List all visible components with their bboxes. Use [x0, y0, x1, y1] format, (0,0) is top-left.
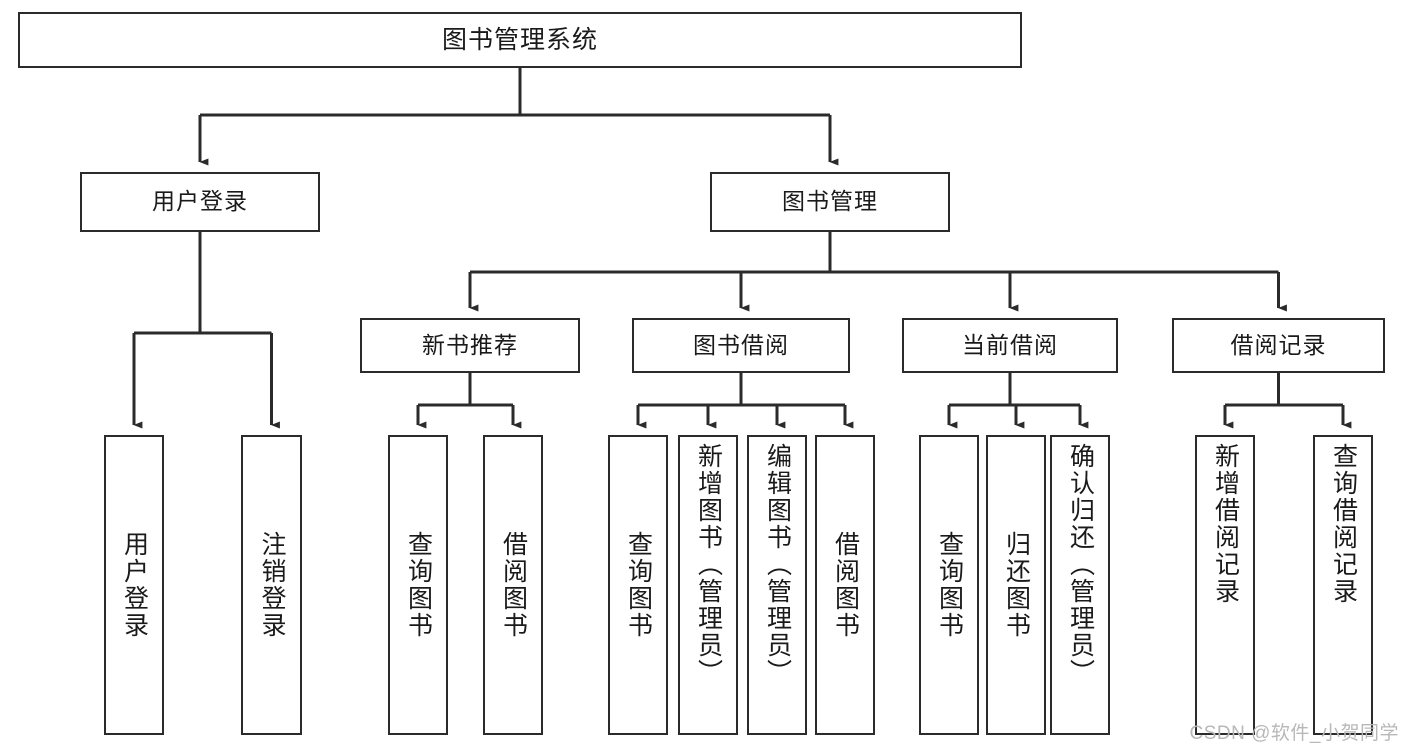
node-label: 查询图书: [624, 531, 653, 639]
node-leaf-leaf-query-book-2[interactable]: 查询图书: [608, 435, 668, 735]
node-leaf-leaf-add-record[interactable]: 新增借阅记录: [1195, 435, 1255, 735]
node-leaf-leaf-borrow-book-1[interactable]: 借阅图书: [483, 435, 543, 735]
node-branch-new-book-rec[interactable]: 新书推荐: [360, 318, 580, 373]
node-branch-book-borrow[interactable]: 图书借阅: [632, 318, 850, 373]
node-label: 编辑图书（管理员）: [763, 443, 792, 686]
node-label: 确认归还（管理员）: [1066, 443, 1095, 686]
node-label: 图书借阅: [693, 331, 789, 358]
node-label: 用户登录: [152, 188, 248, 215]
node-branch-book-manage[interactable]: 图书管理: [710, 172, 950, 232]
node-branch-borrow-record[interactable]: 借阅记录: [1172, 318, 1385, 373]
node-label: 用户登录: [120, 531, 149, 639]
node-label: 图书管理: [782, 188, 878, 215]
node-label: 新增图书（管理员）: [694, 443, 723, 686]
watermark-text: CSDN @软件_小贺同学: [1189, 723, 1399, 744]
node-label: 借阅图书: [831, 531, 860, 639]
node-label: 借阅记录: [1230, 331, 1327, 358]
node-branch-current-borrow[interactable]: 当前借阅: [902, 318, 1118, 373]
node-label: 新增借阅记录: [1211, 443, 1240, 605]
node-branch-user-login[interactable]: 用户登录: [80, 172, 320, 232]
node-leaf-leaf-borrow-book-2[interactable]: 借阅图书: [815, 435, 875, 735]
node-label: 查询图书: [935, 531, 964, 639]
node-leaf-leaf-logout[interactable]: 注销登录: [241, 435, 302, 735]
node-label: 当前借阅: [962, 331, 1058, 358]
node-leaf-leaf-confirm-return[interactable]: 确认归还（管理员）: [1050, 435, 1110, 735]
node-root-root[interactable]: 图书管理系统: [18, 12, 1022, 68]
node-label: 新书推荐: [422, 331, 518, 358]
node-label: 查询借阅记录: [1329, 443, 1358, 605]
node-label: 查询图书: [404, 531, 433, 639]
node-label: 归还图书: [1002, 531, 1031, 639]
node-leaf-leaf-query-record[interactable]: 查询借阅记录: [1313, 435, 1373, 735]
node-leaf-leaf-return-book[interactable]: 归还图书: [986, 435, 1046, 735]
node-leaf-leaf-user-login[interactable]: 用户登录: [104, 435, 164, 735]
node-label: 图书管理系统: [441, 26, 598, 54]
node-leaf-leaf-query-book-1[interactable]: 查询图书: [388, 435, 448, 735]
node-leaf-leaf-edit-book[interactable]: 编辑图书（管理员）: [747, 435, 807, 735]
node-leaf-leaf-query-book-3[interactable]: 查询图书: [919, 435, 979, 735]
node-label: 注销登录: [258, 531, 286, 639]
node-leaf-leaf-add-book[interactable]: 新增图书（管理员）: [678, 435, 738, 735]
node-label: 借阅图书: [499, 531, 528, 639]
